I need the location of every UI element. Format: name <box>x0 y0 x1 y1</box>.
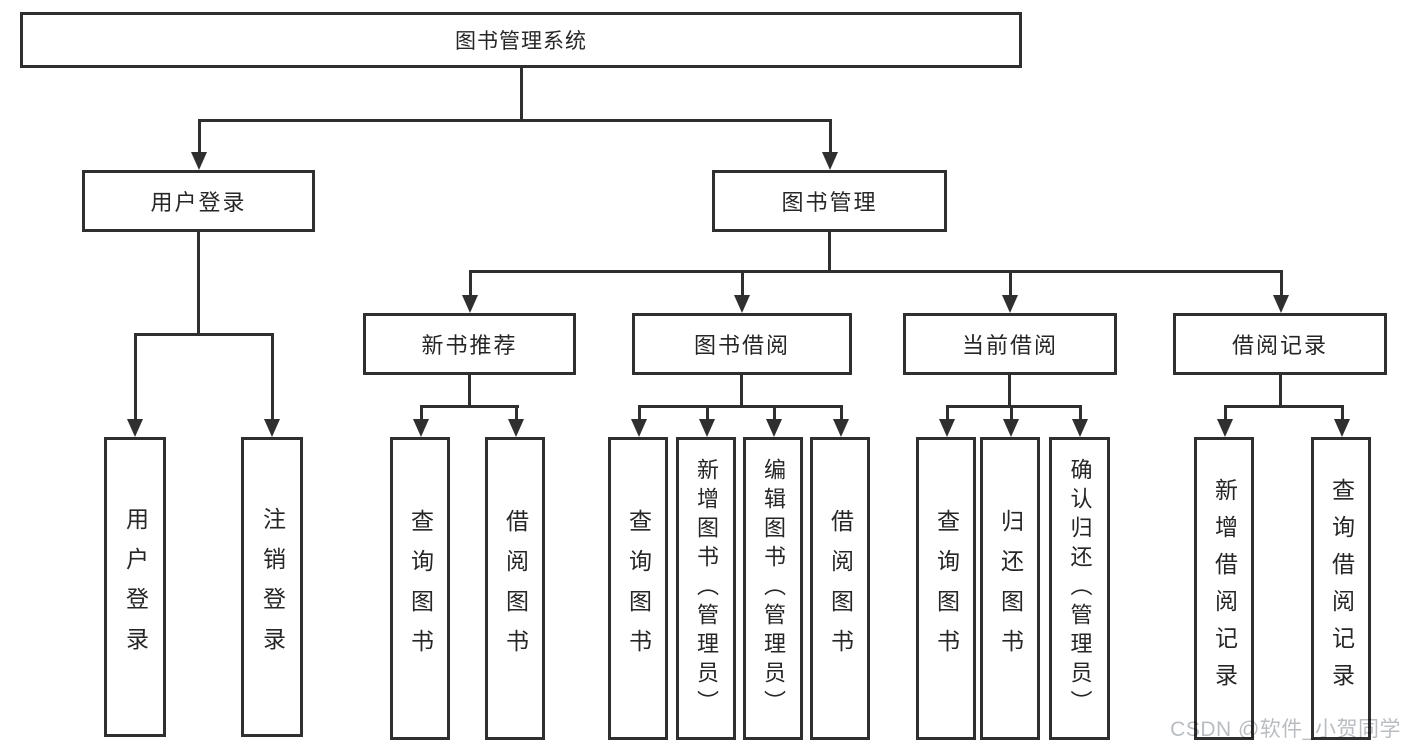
arrow-down-icon <box>191 152 207 170</box>
leaf-borrow-books: 借阅图书 <box>485 437 545 740</box>
arrow-down-icon <box>413 419 429 437</box>
arrow-down-icon <box>822 152 838 170</box>
connector-user-login-rail <box>134 333 274 336</box>
connector-book-mgmt-rail <box>469 270 1283 273</box>
leaf-add-borrow-record: 新增借阅记录 <box>1194 437 1254 740</box>
leaf-confirm-return-admin: 确认归还（管理员） <box>1049 437 1110 740</box>
arrow-down-icon <box>127 419 143 437</box>
arrow-down-icon <box>734 295 750 313</box>
connector-book-mgmt-stem <box>829 119 832 153</box>
connector-l3-rail <box>638 405 843 408</box>
leaf-return-books: 归还图书 <box>980 437 1040 740</box>
leaf-query-books: 查询图书 <box>608 437 668 740</box>
connector-user-login-stem <box>198 119 201 153</box>
connector-leaf-stem <box>840 405 843 419</box>
node-user-login: 用户登录 <box>82 170 315 232</box>
connector-l3-stub <box>740 375 743 408</box>
csdn-watermark: CSDN @软件_小贺同学 <box>1170 718 1401 741</box>
connector-book-mgmt-stub <box>828 232 831 272</box>
arrow-down-icon <box>1003 419 1019 437</box>
arrow-down-icon <box>833 419 849 437</box>
connector-leaf-stem <box>946 405 949 419</box>
connector-l3-stem <box>469 270 472 296</box>
connector-l3-stem <box>1009 270 1012 296</box>
connector-leaf-stem <box>1341 405 1344 419</box>
node-current-borrowing: 当前借阅 <box>903 313 1117 375</box>
connector-leaf-stem <box>515 405 518 419</box>
leaf-query-books: 查询图书 <box>390 437 450 740</box>
connector-leaf-stem <box>773 405 776 419</box>
connector-l3-rail <box>946 405 1082 408</box>
arrow-down-icon <box>1217 419 1233 437</box>
connector-user-login-stub <box>197 232 200 336</box>
connector-l3-stem <box>1280 270 1283 296</box>
connector-leaf-stem <box>1224 405 1227 419</box>
leaf-edit-books-admin: 编辑图书（管理员） <box>743 437 803 740</box>
node-book-management: 图书管理 <box>712 170 947 232</box>
leaf-user-login: 用户登录 <box>104 437 166 737</box>
connector-leaf-stem <box>420 405 423 419</box>
connector-l3-stub <box>1279 375 1282 408</box>
arrow-down-icon <box>264 419 280 437</box>
arrow-down-icon <box>766 419 782 437</box>
connector-leaf-stem <box>271 333 274 419</box>
node-borrow-records: 借阅记录 <box>1173 313 1387 375</box>
leaf-add-books-admin: 新增图书（管理员） <box>676 437 736 740</box>
leaf-query-books: 查询图书 <box>916 437 976 740</box>
arrow-down-icon <box>1334 419 1350 437</box>
arrow-down-icon <box>1002 295 1018 313</box>
arrow-down-icon <box>462 295 478 313</box>
arrow-down-icon <box>1273 295 1289 313</box>
connector-leaf-stem <box>706 405 709 419</box>
connector-l3-stem <box>741 270 744 296</box>
connector-l3-stub <box>468 375 471 408</box>
connector-leaf-stem <box>134 333 137 419</box>
connector-root-rail <box>198 119 832 122</box>
connector-leaf-stem <box>1079 405 1082 419</box>
arrow-down-icon <box>508 419 524 437</box>
leaf-query-borrow-record: 查询借阅记录 <box>1311 437 1371 740</box>
node-library-management-system: 图书管理系统 <box>20 12 1022 68</box>
connector-leaf-stem <box>638 405 641 419</box>
connector-l3-rail <box>1224 405 1344 408</box>
leaf-borrow-books: 借阅图书 <box>810 437 870 740</box>
leaf-logout: 注销登录 <box>241 437 303 737</box>
arrow-down-icon <box>1072 419 1088 437</box>
arrow-down-icon <box>631 419 647 437</box>
node-book-borrowing: 图书借阅 <box>632 313 852 375</box>
node-new-book-recommend: 新书推荐 <box>363 313 576 375</box>
connector-l3-stub <box>1008 375 1011 408</box>
arrow-down-icon <box>699 419 715 437</box>
connector-l3-rail <box>420 405 519 408</box>
connector-root-stub <box>520 68 523 120</box>
arrow-down-icon <box>939 419 955 437</box>
connector-leaf-stem <box>1010 405 1013 419</box>
